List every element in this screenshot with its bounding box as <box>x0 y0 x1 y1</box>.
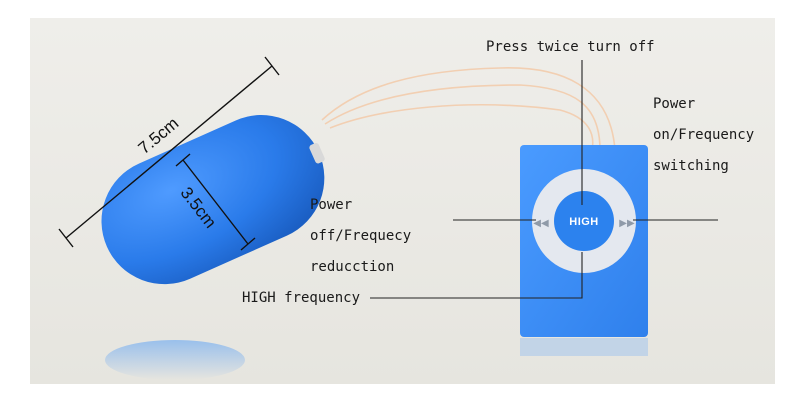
remote-controller: HIGH ◀◀ ▶▶ <box>520 145 648 337</box>
leader-high-frequency <box>370 252 583 299</box>
forward-icon[interactable]: ▶▶ <box>619 218 635 229</box>
power-on-label-line1: Power <box>653 96 696 112</box>
rewind-icon[interactable]: ◀◀ <box>533 218 549 229</box>
high-button-label: HIGH <box>569 216 599 228</box>
length-dimension-line <box>58 56 280 248</box>
power-on-label-line3: switching <box>653 158 729 174</box>
width-dimension-line <box>175 153 256 251</box>
power-off-label-line1: Power <box>310 197 353 213</box>
controller-reflection <box>520 338 648 356</box>
power-on-label-line2: on/Frequency <box>653 127 755 143</box>
egg-reflection <box>105 340 245 380</box>
power-off-label-line2: off/Frequecy <box>310 228 412 244</box>
high-button[interactable] <box>554 191 614 251</box>
leader-lines <box>370 60 718 299</box>
power-off-label-line3: reducction <box>310 259 395 275</box>
press-twice-label: Press twice turn off <box>486 39 655 55</box>
egg-cable-tip <box>309 143 325 164</box>
connecting-wires <box>321 67 616 151</box>
high-frequency-label: HIGH frequency <box>242 290 361 306</box>
